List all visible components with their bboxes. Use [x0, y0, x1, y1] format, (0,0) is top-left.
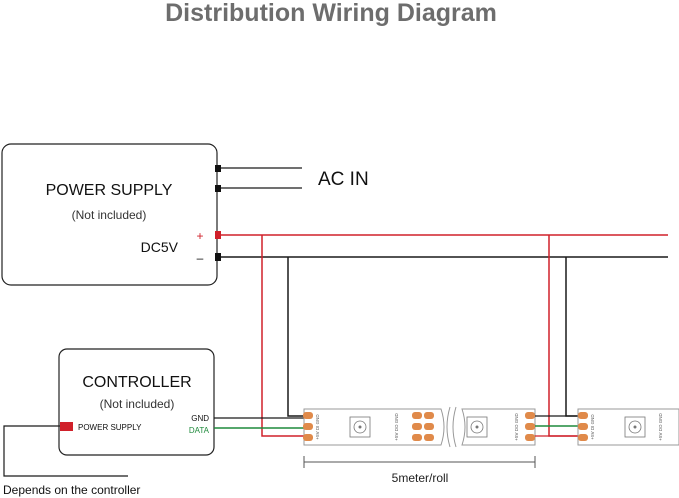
- controller-note: (Not included): [100, 397, 175, 411]
- controller-data-label: DATA: [189, 426, 210, 435]
- strip1-cut-pad-1: [412, 412, 422, 419]
- power-supply-title: POWER SUPPLY: [46, 182, 173, 199]
- controller-title: CONTROLLER: [82, 374, 191, 391]
- led-chip-1: [349, 416, 371, 438]
- power-supply-minus-sign: –: [197, 251, 204, 265]
- strip1-mid-label-a: +5V DO GND: [394, 413, 399, 441]
- led-chip-2: [466, 416, 488, 438]
- strip1-cut-pad-3: [412, 434, 422, 441]
- feed-minus-2: [565, 257, 578, 417]
- strip1-end-pad-top: [525, 412, 535, 419]
- strip2-mid-label: +5V DO GND: [658, 413, 663, 441]
- strip2-pad-mid: [578, 423, 588, 430]
- length-dimension: 5meter/roll: [303, 456, 536, 485]
- diagram-title: Distribution Wiring Diagram: [165, 0, 497, 27]
- ac-terminal-1: [215, 165, 221, 172]
- dc-plus-terminal: [215, 231, 221, 239]
- controller-power-terminal: [60, 422, 73, 431]
- depends-note: Depends on the controller: [3, 483, 140, 497]
- strip1-pad-mid: [303, 423, 313, 430]
- strip1-pad-top: [303, 412, 313, 419]
- strip-break-mark: [446, 406, 457, 448]
- ac-terminal-2: [215, 185, 221, 192]
- strip2-pad-top: [578, 412, 588, 419]
- strip1-end-pad-mid: [525, 423, 535, 430]
- strip2-pad-bot: [578, 434, 588, 441]
- feed-plus-2: [548, 235, 578, 437]
- strip1-pad-label: +5V DI GND: [315, 414, 320, 440]
- strip1-cut-pad-5: [424, 423, 434, 430]
- controller-power-wire: [3, 425, 128, 477]
- controller-box: CONTROLLER (Not included) GND DATA POWER…: [58, 348, 215, 456]
- strip1-end-pad-bot: [525, 434, 535, 441]
- led-strip-segment-2: +5V DI GND +5V DO GND: [577, 408, 679, 446]
- power-supply-plus-sign: +: [196, 229, 203, 243]
- power-supply-voltage: DC5V: [141, 239, 179, 255]
- led-strip-segment-1b: +5V DO GND: [461, 408, 536, 446]
- controller-power-label: POWER SUPPLY: [78, 423, 142, 432]
- power-supply-box: POWER SUPPLY (Not included) DC5V + –: [1, 143, 218, 286]
- strip1-cut-pad-6: [424, 434, 434, 441]
- feed-plus-1: [261, 235, 304, 437]
- length-label: 5meter/roll: [392, 471, 449, 485]
- led-chip-3: [624, 416, 646, 438]
- strip1-end-label: +5V DO GND: [514, 413, 519, 441]
- strip1-pad-bot: [303, 434, 313, 441]
- strip2-pad-label: +5V DI GND: [590, 414, 595, 440]
- controller-gnd-label: GND: [191, 414, 209, 423]
- strip1-cut-pad-4: [424, 412, 434, 419]
- power-supply-note: (Not included): [72, 208, 147, 222]
- feed-minus-1: [287, 257, 304, 417]
- led-strip-segment-1: +5V DI GND +5V DO GND: [303, 408, 445, 446]
- strip1-cut-pad-2: [412, 423, 422, 430]
- ac-in-label: AC IN: [318, 169, 369, 190]
- dc-minus-terminal: [215, 253, 221, 261]
